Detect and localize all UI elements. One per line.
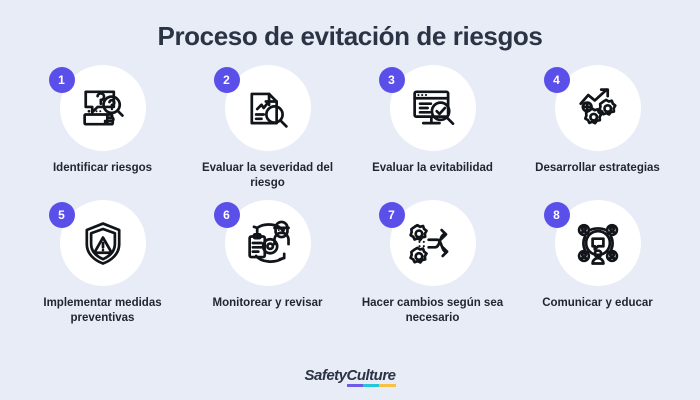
safetyculture-logo: SafetyCulture — [304, 367, 397, 387]
process-step-8: 8 Comunicar y educar — [515, 199, 680, 327]
logo-text-culture: Culture — [346, 367, 397, 384]
step-2-label: Evaluar la severidad del riesgo — [201, 161, 334, 190]
step-2-number-badge: 2 — [213, 66, 240, 93]
step-6-label: Monitorear y revisar — [212, 296, 323, 309]
step-1-number-badge: 1 — [48, 66, 75, 93]
step-4-icon-wrap: 4 — [543, 64, 641, 151]
document-magnifier-icon — [249, 92, 288, 128]
shield-warning-icon — [84, 221, 121, 265]
step-7-icon-wrap: 7 — [378, 199, 476, 286]
step-6-icon-wrap: 6 — [213, 199, 311, 286]
step-2-icon-wrap: 2 — [213, 64, 311, 151]
step-5-label: Implementar medidas preventivas — [43, 296, 162, 325]
step-3-number-badge: 3 — [378, 66, 405, 93]
logo-underline — [347, 384, 396, 387]
monitor-magnifier-check-icon — [412, 90, 454, 125]
page-title: Proceso de evitación de riesgos — [157, 21, 543, 51]
step-8-icon-wrap: 8 — [543, 199, 641, 286]
step-1-icon-wrap: 1 — [48, 64, 146, 151]
process-step-1: 1 Identificar riesgos — [20, 64, 185, 192]
step-8-label: Comunicar y educar — [542, 296, 653, 309]
step-8-circle — [554, 199, 641, 286]
logo-underline-segment-yellow — [379, 384, 396, 387]
logo-underline-segment-cyan — [363, 384, 380, 387]
speech-bubble-question-magnifier-hand-icon — [82, 90, 124, 126]
process-step-4: 4 Desarrollar estrategias — [515, 64, 680, 192]
logo-underline-segment-purple — [347, 384, 364, 387]
step-4-number-badge: 4 — [543, 66, 570, 93]
step-7-number-badge: 7 — [378, 201, 405, 228]
step-3-label: Evaluar la evitabilidad — [372, 161, 493, 174]
process-steps-grid: 1 Identificar riesgos — [20, 64, 680, 327]
people-network-chat-icon — [577, 223, 618, 265]
step-8-number-badge: 8 — [543, 201, 570, 228]
process-step-2: 2 Evaluar la severidad del riesgo — [185, 64, 350, 192]
footer: SafetyCulture — [0, 367, 700, 387]
step-5-number-badge: 5 — [48, 201, 75, 228]
step-1-label: Identificar riesgos — [52, 161, 153, 174]
process-step-6: 6 Monitorear y revisar — [185, 199, 350, 327]
step-4-label: Desarrollar estrategias — [535, 161, 660, 174]
step-6-number-badge: 6 — [213, 201, 240, 228]
step-5-icon-wrap: 5 — [48, 199, 146, 286]
process-step-5: 5 Implementar medidas preventivas — [20, 199, 185, 327]
step-3-icon-wrap: 3 — [378, 64, 476, 151]
process-step-7: 7 Hacer cambios según sea necesario — [350, 199, 515, 327]
process-step-3: 3 Evaluar la evitabilidad — [350, 64, 515, 192]
clipboard-gear-worker-arrows-icon — [247, 220, 290, 263]
gears-diverging-arrows-icon-svg — [408, 223, 448, 264]
gears-growth-arrow-icon — [578, 87, 617, 125]
logo-text-safety: Safety — [304, 367, 347, 384]
step-7-label: Hacer cambios según sea necesario — [361, 296, 504, 325]
